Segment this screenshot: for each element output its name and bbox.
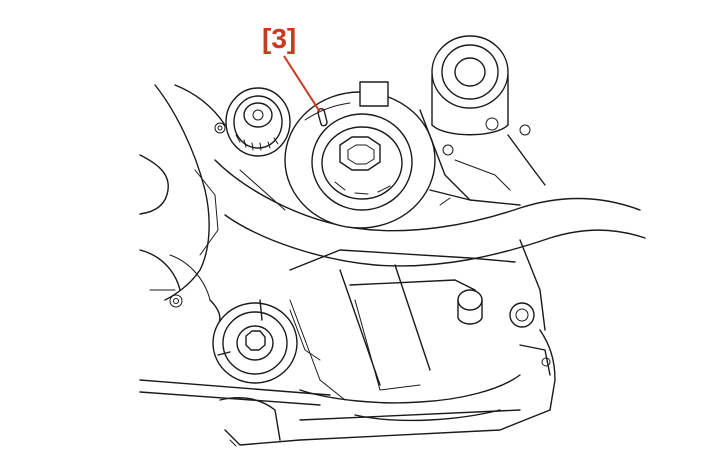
lower-left-pulley [212, 299, 321, 384]
bottom-structure [139, 344, 551, 447]
tensioner-pulley [284, 81, 436, 229]
callout-leader-line [283, 55, 321, 113]
callout-label: [3] [262, 23, 296, 54]
upper-right-idler [419, 35, 546, 201]
drive-belt [214, 159, 646, 267]
callout-3: [3] [262, 23, 321, 113]
right-bracket [429, 189, 556, 411]
left-housing [139, 84, 226, 326]
upper-left-toothed-pulley [214, 87, 291, 157]
engine-block-lower [289, 249, 521, 422]
